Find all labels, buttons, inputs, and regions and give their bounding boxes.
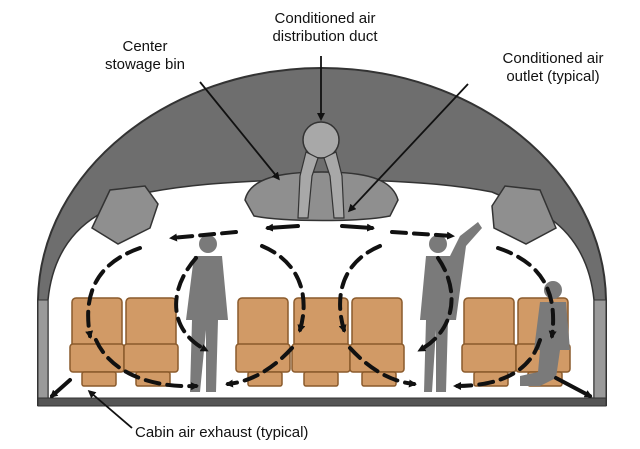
airflow-arrow-icon (225, 346, 294, 388)
label-cabin-air-exhaust: Cabin air exhaust (typical) (135, 424, 309, 441)
bin-leader (199, 81, 280, 181)
airflow-arrows (49, 223, 593, 398)
airflow-arrow-icon (94, 338, 199, 391)
airflow-arrow-icon (338, 244, 382, 333)
outlet-leader (347, 83, 469, 213)
right-sidewall (593, 299, 607, 403)
seat-icon (461, 297, 517, 387)
label-line: stowage bin (104, 56, 186, 73)
airflow-arrow-icon (260, 244, 306, 333)
person-icon (186, 235, 228, 392)
seat-row-left (69, 297, 179, 387)
airflow-arrow-icon (85, 246, 142, 339)
label-line: distribution duct (272, 28, 378, 45)
label-line: Conditioned air (502, 50, 604, 67)
label-distribution-duct: Conditioned air distribution duct (240, 10, 410, 46)
distribution-duct (302, 121, 340, 159)
cabin-floor (37, 397, 607, 407)
airflow-arrow-icon (390, 230, 455, 240)
airflow-arrow-icon (340, 223, 375, 232)
leader-lines (87, 56, 469, 429)
label-line: outlet (typical) (506, 68, 600, 85)
airflow-arrow-icon (169, 230, 238, 242)
seat-icon (349, 297, 405, 387)
right-stowage-bin (491, 185, 557, 245)
airflow-arrow-icon (554, 376, 593, 398)
label-center-stowage-bin: Center stowage bin (80, 38, 210, 74)
airflow-arrow-icon (348, 346, 417, 388)
left-stowage-bin (91, 185, 159, 245)
airflow-arrow-icon (496, 246, 557, 339)
label-line: Center (122, 38, 168, 55)
airflow-arrow-icon (417, 256, 454, 352)
center-stowage-bin (244, 171, 399, 222)
label-air-outlet: Conditioned air outlet (typical) (468, 50, 638, 86)
duct-riser-right (323, 151, 345, 219)
seat-icon (123, 297, 179, 387)
airflow-arrow-icon (49, 378, 72, 398)
airflow-arrow-icon (174, 256, 209, 352)
duct-riser-left (297, 151, 319, 219)
airflow-arrow-icon (453, 338, 542, 390)
exhaust-leader (87, 390, 133, 429)
left-sidewall (37, 299, 49, 403)
seat-icon (69, 297, 125, 387)
airflow-arrow-icon (265, 223, 300, 232)
label-line: Conditioned air (274, 10, 376, 27)
seat-row-center (235, 297, 405, 387)
